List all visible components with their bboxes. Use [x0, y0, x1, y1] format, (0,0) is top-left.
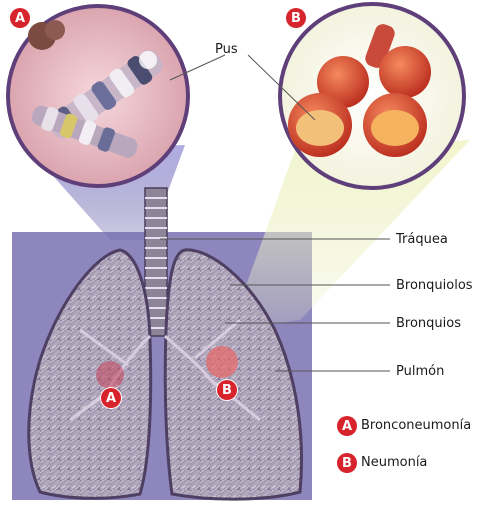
label-bronquios: Bronquios: [396, 316, 461, 332]
label-pulmon: Pulmón: [396, 364, 444, 380]
marker-a-top: A: [10, 8, 30, 28]
infection-a: [96, 361, 124, 389]
closeup-a: [8, 6, 188, 186]
closeup-b: [280, 4, 464, 188]
marker-b-lung: B: [217, 380, 237, 400]
legend-text-a: Bronconeumonía: [361, 418, 471, 434]
marker-b-top: B: [286, 8, 306, 28]
legend-text-b: Neumonía: [361, 455, 427, 471]
infection-b: [206, 346, 238, 378]
label-bronquiolos: Bronquiolos: [396, 278, 473, 294]
legend-row-a: A Bronconeumonía: [337, 416, 471, 436]
legend-marker-a: A: [337, 416, 357, 436]
label-pus: Pus: [215, 42, 238, 58]
legend-marker-b: B: [337, 453, 357, 473]
label-traquea: Tráquea: [396, 232, 448, 248]
marker-a-lung: A: [101, 388, 121, 408]
legend-row-b: B Neumonía: [337, 453, 427, 473]
